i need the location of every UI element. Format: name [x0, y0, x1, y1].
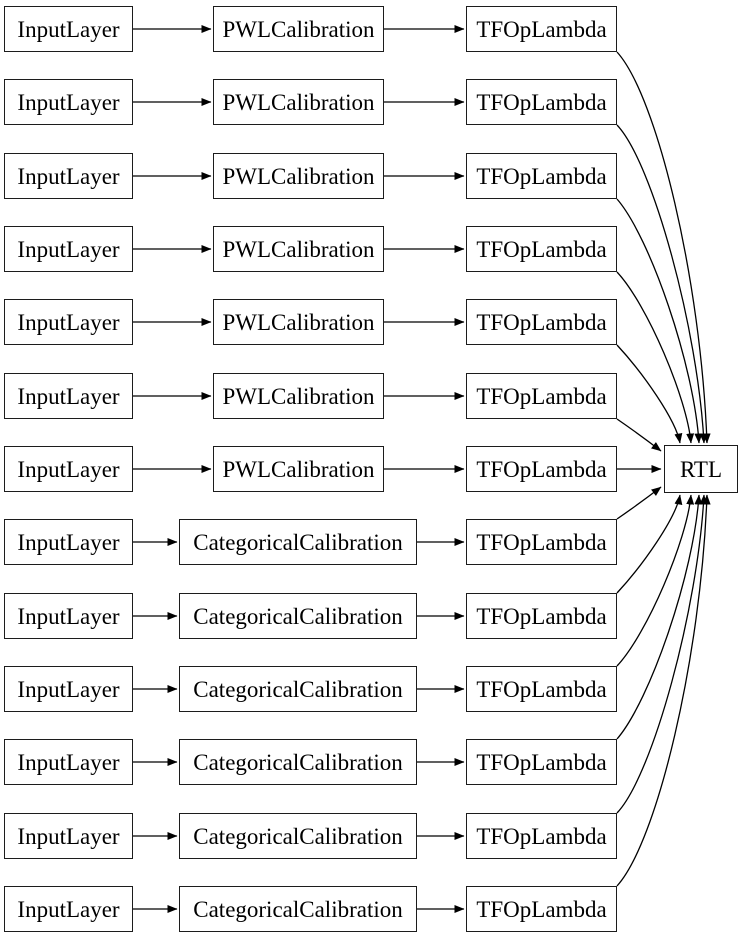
edge-lambda-rtl [616, 344, 683, 444]
node-categorical-calibration: CategoricalCalibration [179, 666, 417, 712]
node-pwl-calibration: PWLCalibration [213, 153, 384, 199]
edge-lambda-rtl [616, 486, 662, 520]
node-input-layer: InputLayer [4, 226, 133, 272]
node-pwl-calibration: PWLCalibration [213, 446, 384, 492]
node-categorical-calibration: CategoricalCalibration [179, 519, 417, 565]
node-pwl-calibration: PWLCalibration [213, 226, 384, 272]
node-tfop-lambda: TFOpLambda [466, 153, 617, 199]
edge-lambda-rtl [616, 418, 662, 452]
edge-lambda-rtl [616, 494, 708, 814]
node-pwl-calibration: PWLCalibration [213, 373, 384, 419]
edge-lambda-rtl [616, 494, 695, 667]
node-input-layer: InputLayer [4, 739, 133, 785]
node-categorical-calibration: CategoricalCalibration [179, 739, 417, 785]
node-categorical-calibration: CategoricalCalibration [179, 886, 417, 932]
node-categorical-calibration: CategoricalCalibration [179, 813, 417, 859]
node-input-layer: InputLayer [4, 666, 133, 712]
edge-lambda-rtl [616, 51, 711, 444]
node-tfop-lambda: TFOpLambda [466, 446, 617, 492]
node-tfop-lambda: TFOpLambda [466, 6, 617, 52]
node-input-layer: InputLayer [4, 593, 133, 639]
edge-lambda-rtl [616, 494, 683, 594]
node-input-layer: InputLayer [4, 153, 133, 199]
node-categorical-calibration: CategoricalCalibration [179, 593, 417, 639]
edge-lambda-rtl [616, 124, 708, 444]
node-input-layer: InputLayer [4, 6, 133, 52]
node-tfop-lambda: TFOpLambda [466, 886, 617, 932]
edge-lambda-rtl [616, 271, 695, 444]
node-tfop-lambda: TFOpLambda [466, 79, 617, 125]
node-pwl-calibration: PWLCalibration [213, 79, 384, 125]
node-pwl-calibration: PWLCalibration [213, 299, 384, 345]
node-tfop-lambda: TFOpLambda [466, 666, 617, 712]
edge-lambda-rtl [616, 198, 703, 444]
node-input-layer: InputLayer [4, 299, 133, 345]
node-tfop-lambda: TFOpLambda [466, 593, 617, 639]
node-tfop-lambda: TFOpLambda [466, 226, 617, 272]
node-rtl: RTL [664, 445, 738, 493]
node-tfop-lambda: TFOpLambda [466, 373, 617, 419]
node-tfop-lambda: TFOpLambda [466, 813, 617, 859]
node-input-layer: InputLayer [4, 446, 133, 492]
node-tfop-lambda: TFOpLambda [466, 519, 617, 565]
node-input-layer: InputLayer [4, 79, 133, 125]
node-tfop-lambda: TFOpLambda [466, 739, 617, 785]
edge-lambda-rtl [616, 494, 703, 740]
node-input-layer: InputLayer [4, 373, 133, 419]
node-input-layer: InputLayer [4, 813, 133, 859]
node-pwl-calibration: PWLCalibration [213, 6, 384, 52]
node-input-layer: InputLayer [4, 886, 133, 932]
node-tfop-lambda: TFOpLambda [466, 299, 617, 345]
node-input-layer: InputLayer [4, 519, 133, 565]
edge-lambda-rtl [616, 494, 711, 887]
